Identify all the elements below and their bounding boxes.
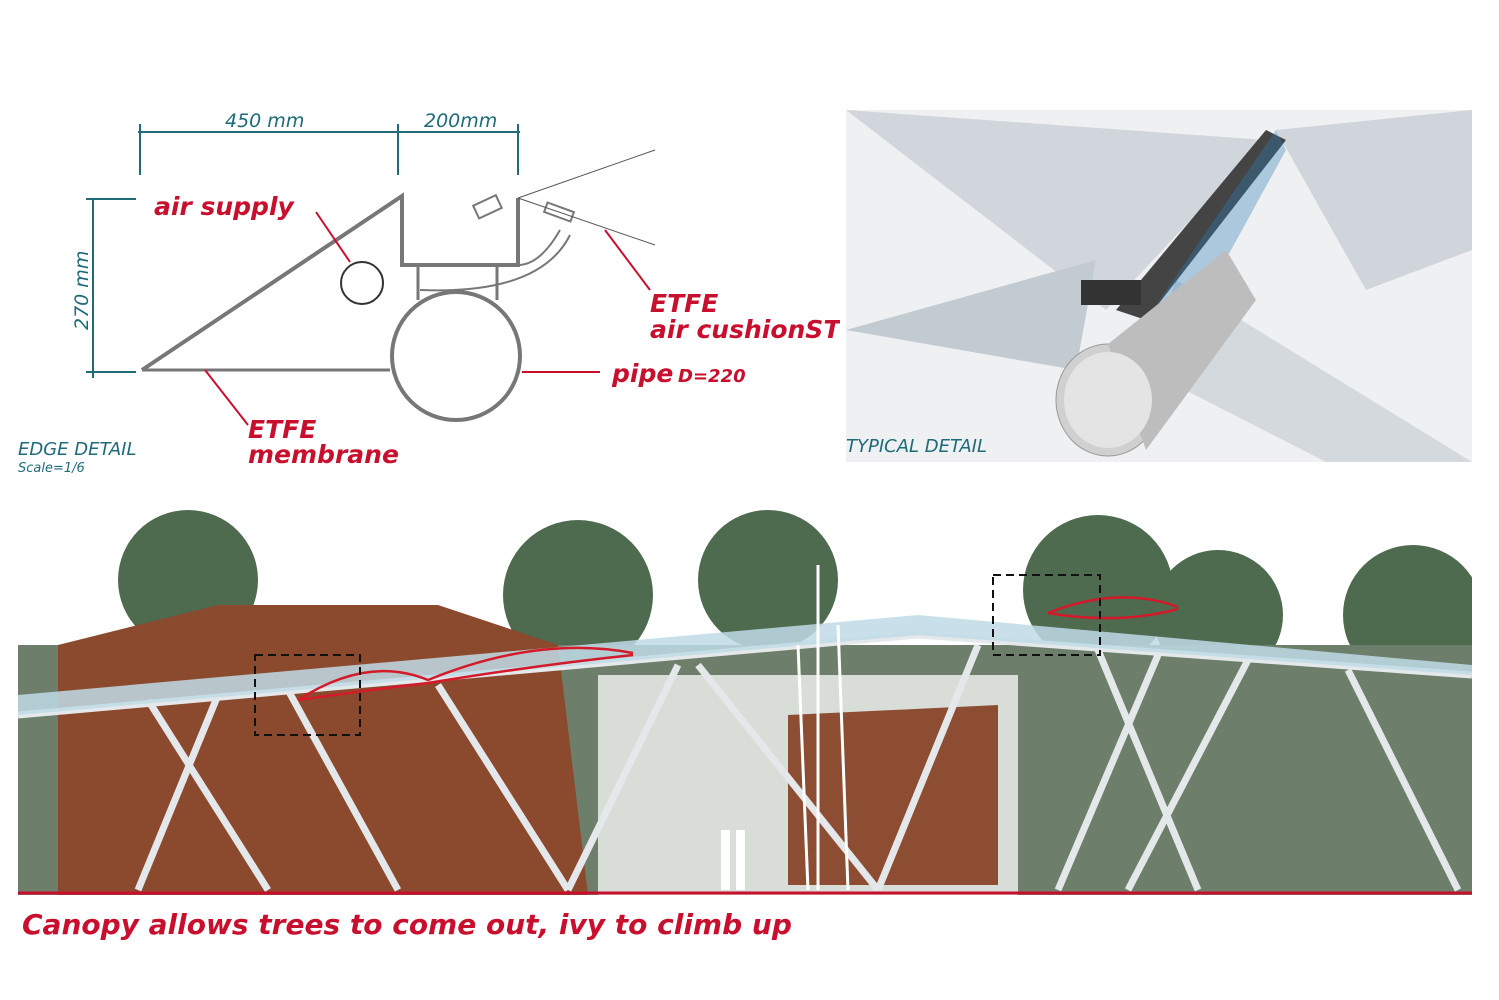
label-air-supply: air supply xyxy=(154,192,296,221)
typical-detail-title: TYPICAL DETAIL xyxy=(846,436,988,457)
people-silhouettes xyxy=(721,830,745,890)
edge-detail-scale: Scale=1/6 xyxy=(18,461,85,476)
elevation-caption: Canopy allows trees to come out, ivy to … xyxy=(22,908,792,941)
label-pipe: pipe xyxy=(611,359,673,388)
dim-450: 450 mm xyxy=(225,110,304,132)
label-etfe-cushion: ETFE xyxy=(650,289,718,318)
typical-detail-render xyxy=(846,110,1472,462)
label-air-cushion: air cushionST xyxy=(650,315,840,344)
canopy-elevation-render xyxy=(18,510,1472,895)
leader-lines xyxy=(204,211,651,426)
red-cushion-outline xyxy=(297,596,1179,702)
dim-270: 270 mm xyxy=(71,251,93,330)
label-pipe-dim: D=220 xyxy=(678,366,746,387)
white-tree xyxy=(796,565,850,891)
label-etfe-membrane: ETFE xyxy=(248,415,316,444)
edge-detail-drawing: 450 mm 200mm 270 mm air supply ETFE air … xyxy=(18,110,840,476)
edge-detail-title: EDGE DETAIL xyxy=(18,439,137,460)
etfe-cushion-lines xyxy=(517,149,656,246)
edge-profile xyxy=(140,192,576,422)
dimension-lines xyxy=(86,124,520,378)
detail-callout-boxes xyxy=(254,574,1101,736)
label-membrane: membrane xyxy=(248,440,399,469)
dim-200: 200mm xyxy=(424,110,497,132)
